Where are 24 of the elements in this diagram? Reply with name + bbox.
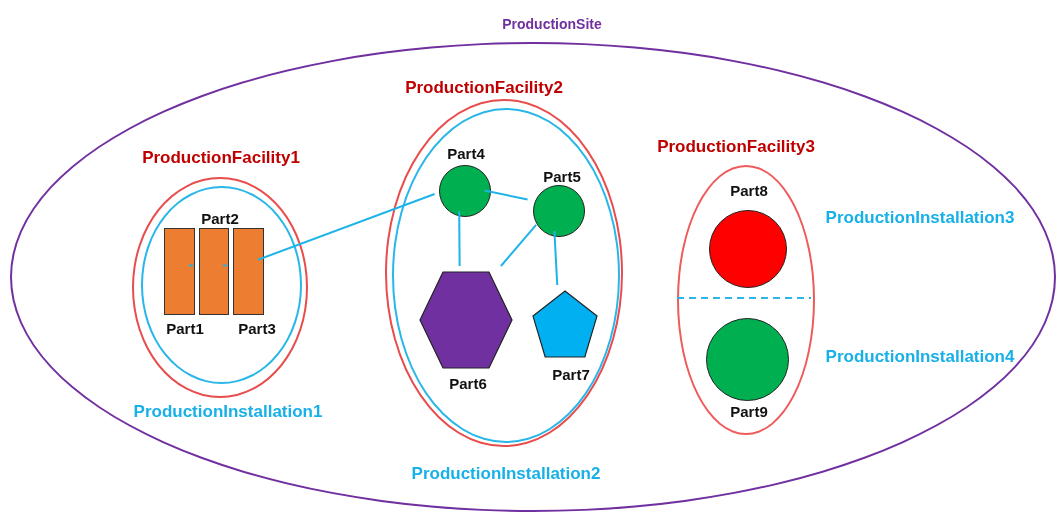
- connector-line: [222, 264, 228, 267]
- node-label: Part8: [730, 182, 768, 198]
- node-label: Part4: [447, 145, 485, 161]
- connector-line: [483, 189, 529, 201]
- node-label: Part5: [543, 168, 581, 184]
- node-label: ProductionFacility1: [142, 148, 300, 166]
- node-label: ProductionFacility3: [657, 137, 815, 155]
- node-label: Part1: [166, 320, 204, 336]
- node-label: Part7: [552, 366, 590, 382]
- node-label: ProductionFacility2: [405, 78, 563, 96]
- node-label: ProductionInstallation2: [411, 464, 601, 482]
- node-label: Part6: [449, 375, 487, 391]
- connector-line: [257, 193, 436, 261]
- node-label: ProductionInstallation1: [133, 402, 323, 420]
- node-label: ProductionSite: [502, 17, 602, 31]
- installation-label: ProductionInstallation4: [825, 347, 1015, 367]
- connector-line: [458, 210, 461, 267]
- connector-line: [499, 223, 538, 267]
- node-label: Part9: [730, 403, 768, 419]
- connector-line: [553, 229, 559, 286]
- node-label: Part3: [238, 320, 276, 336]
- node-label: Part2: [201, 210, 239, 226]
- connector-line: [188, 264, 194, 267]
- installation-label: ProductionInstallation3: [825, 208, 1015, 228]
